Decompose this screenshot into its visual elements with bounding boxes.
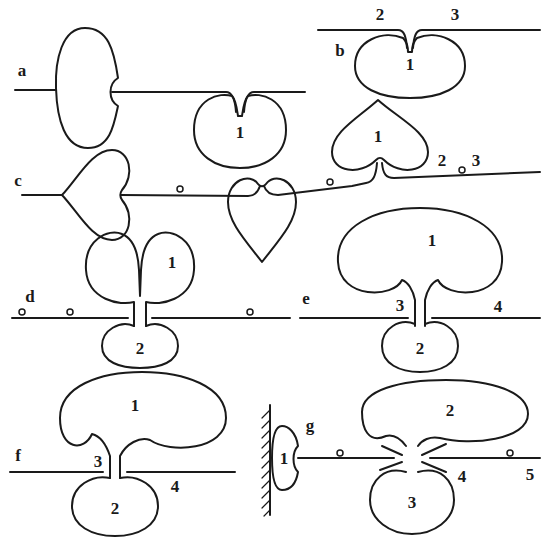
membrane-line (12, 317, 290, 319)
small-particle (177, 186, 183, 192)
callout-number: 3 (94, 453, 103, 470)
callout-number: 1 (168, 254, 177, 271)
heart-cell (332, 100, 428, 170)
small-particle (247, 309, 253, 315)
panel-letter: b (335, 42, 344, 59)
panel-letter: d (25, 288, 34, 305)
callout-number: 4 (458, 468, 467, 485)
heart-cell (62, 150, 129, 240)
callout-number: 4 (494, 298, 503, 315)
callout-number: 1 (428, 232, 437, 249)
callout-number: 2 (438, 152, 447, 169)
callout-number: 1 (406, 56, 415, 73)
panel-letter: g (306, 417, 315, 434)
callout-number: 3 (472, 152, 481, 169)
callout-number: 1 (236, 124, 245, 141)
lower-cell (370, 471, 454, 534)
lower-cell (382, 322, 458, 372)
panel-letter: a (18, 62, 27, 79)
lower-cell (102, 324, 178, 368)
wall-hatch (262, 410, 270, 516)
kidney-cell (272, 426, 298, 490)
separating-cell (362, 380, 528, 446)
callout-number: 2 (446, 402, 455, 419)
membrane-line (15, 89, 56, 91)
kidney-cell (56, 28, 118, 148)
small-particle (459, 167, 465, 173)
callout-number: 2 (136, 340, 145, 357)
membrane-line (22, 194, 62, 196)
callout-number: 2 (416, 340, 425, 357)
membrane-line (300, 317, 540, 319)
notched-cell (194, 95, 286, 168)
membrane-line (298, 457, 540, 459)
callout-number: 2 (111, 500, 120, 517)
budding-cell (338, 208, 502, 326)
notched-cell (355, 35, 465, 98)
lower-cell (72, 477, 158, 536)
callout-number: 1 (374, 128, 383, 145)
callout-number: 1 (280, 450, 289, 467)
callout-number: 3 (408, 494, 417, 511)
budding-cell (60, 372, 226, 478)
membrane-line (112, 92, 305, 112)
callout-number: 2 (376, 6, 385, 23)
panel-letter: c (14, 172, 22, 189)
callout-number: 1 (131, 397, 140, 414)
membrane-line (10, 471, 235, 473)
heart-cell (228, 178, 296, 262)
budding-cell (86, 233, 194, 327)
callout-number: 4 (171, 478, 180, 495)
panel-letter: f (15, 447, 21, 464)
small-particle (507, 450, 513, 456)
panel-letter: e (302, 290, 310, 307)
callout-number: 3 (451, 6, 460, 23)
small-particle (67, 309, 73, 315)
membrane-line (318, 30, 540, 48)
small-particle (19, 309, 25, 315)
small-particle (337, 450, 343, 456)
small-particle (327, 179, 333, 185)
callout-number: 3 (396, 297, 405, 314)
callout-number: 5 (526, 466, 535, 483)
